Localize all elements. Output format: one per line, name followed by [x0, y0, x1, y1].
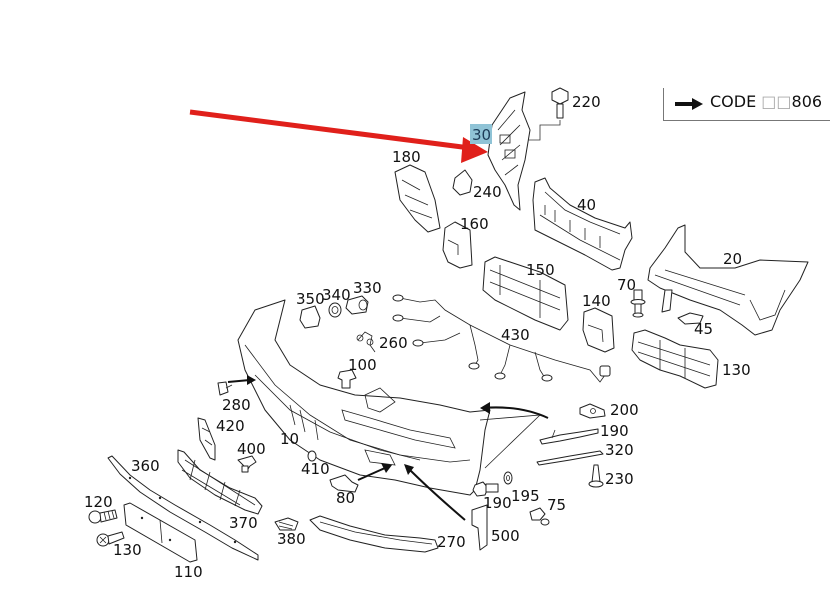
part-270-clip[interactable] [356, 331, 376, 353]
part-500-label[interactable] [471, 504, 488, 551]
callout-75[interactable]: 75 [547, 496, 566, 514]
callout-45[interactable]: 45 [694, 320, 713, 338]
callout-200[interactable]: 190 [600, 422, 629, 440]
part-300-spoiler[interactable] [309, 515, 439, 553]
callout-170[interactable]: 160 [460, 215, 489, 233]
callout-80[interactable]: 80 [336, 489, 355, 507]
part-130-screw[interactable] [96, 531, 125, 547]
callout-320[interactable]: 280 [222, 396, 251, 414]
callout-270[interactable]: 260 [379, 334, 408, 352]
callout-10[interactable]: 10 [280, 430, 299, 448]
callout-420[interactable]: 420 [216, 417, 245, 435]
part-260-clip[interactable] [452, 169, 473, 196]
assembly-arrow-4 [407, 467, 466, 521]
part-370-lower-grille[interactable] [177, 449, 263, 515]
callout-500[interactable]: 500 [491, 527, 520, 545]
part-80-clip[interactable] [329, 474, 359, 493]
callout-195[interactable]: 195 [511, 487, 540, 505]
callout-160[interactable]: 150 [526, 261, 555, 279]
callout-100[interactable]: 100 [348, 356, 377, 374]
part-320-clip[interactable] [217, 381, 233, 396]
part-40-center-bracket[interactable] [532, 177, 633, 271]
part-10-bumper-cover[interactable] [237, 299, 542, 496]
part-100-cap[interactable] [337, 369, 357, 389]
assembly-arrow-2 [227, 379, 251, 383]
assembly-arrowhead-4 [404, 464, 414, 475]
callout-190-main[interactable]: 190 [483, 494, 512, 512]
part-380-vent[interactable] [274, 517, 299, 531]
code-label: CODE □□806 [710, 92, 822, 111]
part-180-guide[interactable] [394, 164, 441, 233]
part-170-cover[interactable] [442, 221, 473, 269]
part-430-wiring-harness[interactable] [392, 294, 611, 383]
part-420-grille-insert[interactable] [197, 417, 216, 461]
part-150-cover[interactable] [582, 307, 615, 353]
callout-280-label[interactable]: 320 [605, 441, 634, 459]
part-20-side-bracket[interactable] [647, 224, 809, 336]
callout-120[interactable]: 120 [84, 493, 113, 511]
part-340-ring[interactable] [328, 302, 342, 318]
part-360-trim-strip[interactable] [107, 455, 259, 561]
callout-40[interactable]: 40 [577, 196, 596, 214]
code-legend: CODE □□806 [663, 88, 830, 121]
code-unreadable-chars: □□ [761, 92, 792, 111]
part-30-bracket[interactable] [487, 91, 531, 211]
part-350-sensor-holder[interactable] [299, 305, 321, 329]
part-240-bolt[interactable] [528, 87, 569, 141]
part-160-absorber[interactable] [482, 256, 569, 331]
callout-240[interactable]: 220 [572, 93, 601, 111]
callout-30[interactable]: 30 [472, 126, 491, 144]
callout-150[interactable]: 140 [582, 292, 611, 310]
part-280-strip[interactable] [536, 450, 604, 466]
part-110-plate-holder[interactable] [123, 502, 198, 563]
assembly-arrow-3 [357, 467, 386, 481]
part-75-push-clip[interactable] [529, 507, 550, 526]
part-195-washer[interactable] [503, 471, 513, 485]
part-410-plug[interactable] [307, 450, 317, 462]
callout-260[interactable]: 240 [473, 183, 502, 201]
callout-230-label[interactable]: 230 [605, 470, 634, 488]
callout-180[interactable]: 180 [392, 148, 421, 166]
callout-300[interactable]: 270 [437, 533, 466, 551]
callout-130-label[interactable]: 130 [113, 541, 142, 559]
callout-340[interactable]: 340 [322, 286, 351, 304]
part-45-pad[interactable] [677, 312, 704, 325]
part-70-push-pin[interactable] [630, 289, 646, 318]
assembly-arrowhead-2 [247, 375, 256, 385]
callout-330[interactable]: 330 [353, 279, 382, 297]
assembly-arrowhead-3 [381, 463, 392, 473]
callout-430[interactable]: 430 [501, 326, 530, 344]
right-arrow-icon [675, 98, 703, 110]
part-30-highlight [470, 124, 492, 144]
part-190-bolt[interactable] [472, 481, 499, 497]
code-prefix: CODE [710, 92, 757, 111]
callout-360[interactable]: 360 [131, 457, 160, 475]
callout-220[interactable]: 200 [610, 401, 639, 419]
assembly-arrowhead-1 [480, 402, 490, 414]
callout-380[interactable]: 380 [277, 530, 306, 548]
callout-350[interactable]: 350 [296, 290, 325, 308]
callout-20[interactable]: 20 [723, 250, 742, 268]
callout-410[interactable]: 410 [301, 460, 330, 478]
part-200-strip[interactable] [539, 428, 599, 445]
callout-370[interactable]: 370 [229, 514, 258, 532]
callout-70[interactable]: 70 [617, 276, 636, 294]
part-220-nut-clip[interactable] [579, 403, 606, 419]
red-pointer-arrow [189, 109, 488, 163]
part-400-clip[interactable] [237, 455, 257, 473]
callout-400[interactable]: 400 [237, 440, 266, 458]
part-120-screw[interactable] [88, 509, 118, 524]
code-suffix: 806 [791, 92, 823, 111]
callout-140[interactable]: 130 [722, 361, 751, 379]
part-330-sensor[interactable] [345, 295, 369, 315]
part-140-bracket[interactable] [631, 329, 719, 389]
callout-110[interactable]: 110 [174, 563, 203, 581]
part-230-screw[interactable] [588, 464, 604, 488]
